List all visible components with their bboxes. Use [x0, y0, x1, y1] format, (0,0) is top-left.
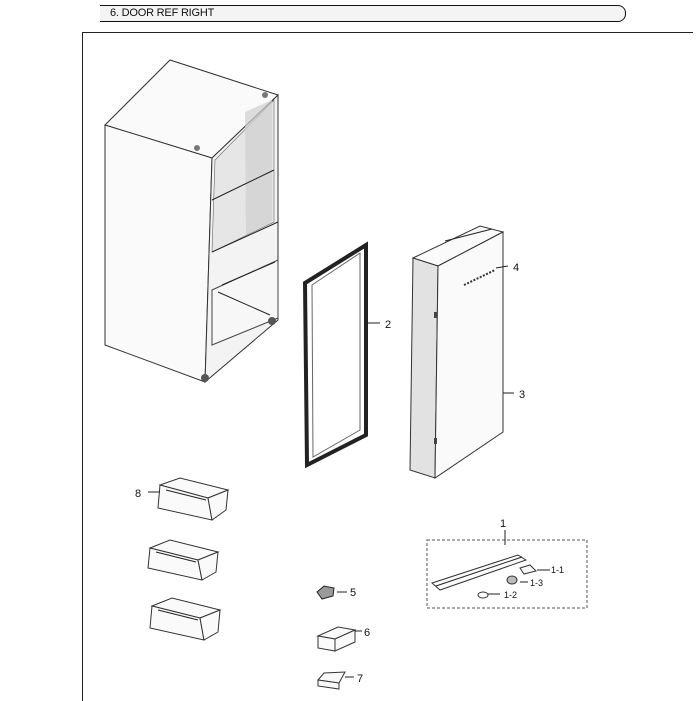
callout-3: 3: [519, 389, 525, 401]
section-title: 6. DOOR REF RIGHT: [110, 7, 215, 19]
callout-2: 2: [385, 319, 391, 331]
hinge-cap: [316, 585, 335, 600]
callout-1-2: 1-2: [504, 590, 517, 600]
section-header: 6. DOOR REF RIGHT: [100, 5, 626, 22]
leader-lines: [148, 265, 550, 678]
door-bin-1: [157, 477, 230, 521]
callout-1: 1: [500, 518, 506, 530]
callout-1-1: 1-1: [551, 565, 564, 575]
refrigerator-door: [409, 225, 505, 479]
hinge-assembly: [426, 539, 588, 609]
door-bin-2: [147, 539, 220, 581]
callout-5: 5: [350, 587, 356, 599]
door-bin-3: [149, 597, 222, 641]
door-gasket: [302, 241, 368, 469]
spacer-block: [316, 626, 357, 652]
callout-6: 6: [364, 627, 370, 639]
callout-8: 8: [135, 488, 141, 500]
callout-1-3: 1-3: [530, 578, 543, 588]
small-cover: [317, 671, 346, 690]
refrigerator-cabinet: [104, 59, 279, 384]
callout-7: 7: [357, 673, 363, 685]
diagram-frame: [82, 32, 693, 701]
callout-4: 4: [513, 262, 519, 274]
